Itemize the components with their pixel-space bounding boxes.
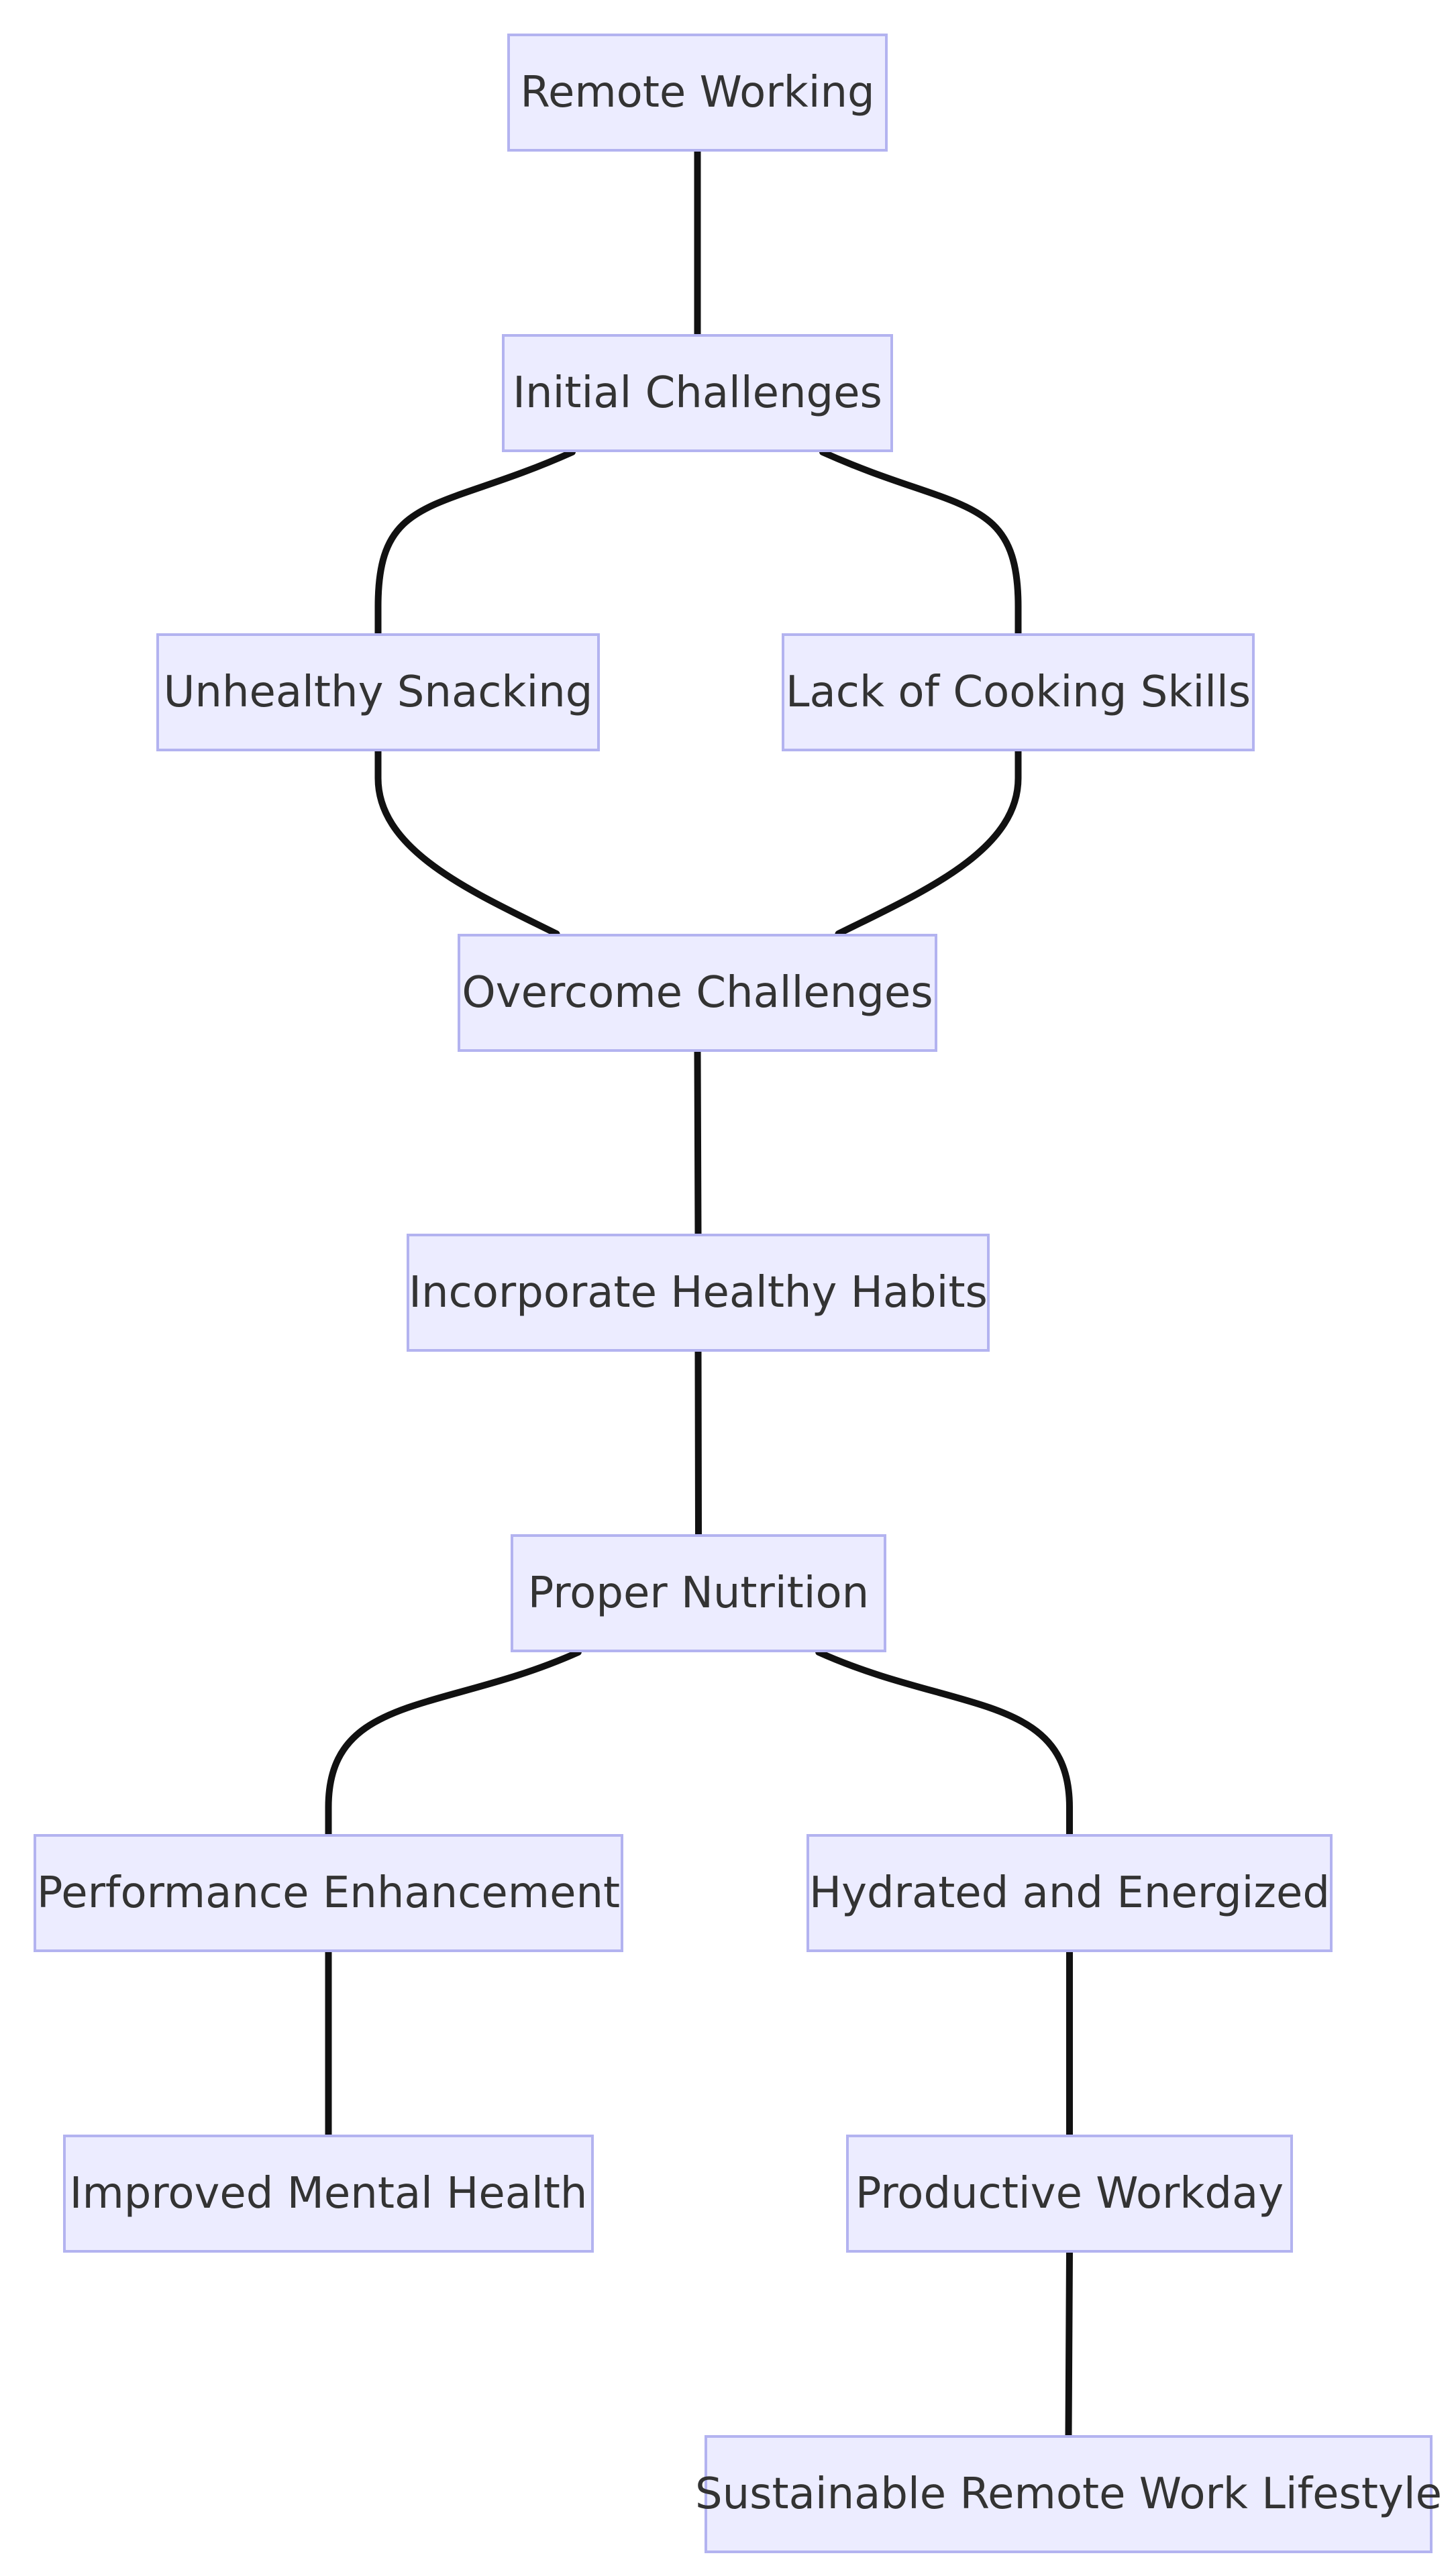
node-performance-enhancement: Performance Enhancement [34, 1834, 623, 1952]
edge-lack_of_cooking_skills-to-overcome_challenges [835, 748, 1022, 937]
node-proper-nutrition: Proper Nutrition [511, 1534, 886, 1652]
node-initial-challenges: Initial Challenges [502, 334, 893, 452]
edge-initial_challenges-to-unhealthy_snacking [374, 449, 576, 637]
node-label: Performance Enhancement [36, 1868, 621, 1918]
node-improved-mental-health: Improved Mental Health [63, 2135, 594, 2253]
node-label: Proper Nutrition [527, 1568, 870, 1618]
node-label: Incorporate Healthy Habits [409, 1268, 988, 1318]
edge-proper_nutrition-to-performance_enhancement [325, 1649, 582, 1837]
node-label: Productive Workday [855, 2169, 1284, 2218]
edge-unhealthy_snacking-to-overcome_challenges [374, 748, 560, 937]
edge-productive_workday-to-sustainable_remote_work_lifestyle [1065, 2249, 1073, 2438]
node-productive-workday: Productive Workday [846, 2135, 1293, 2253]
node-lack-of-cooking-skills: Lack of Cooking Skills [782, 633, 1255, 751]
node-remote-working: Remote Working [507, 34, 888, 152]
node-overcome-challenges: Overcome Challenges [458, 934, 937, 1052]
node-unhealthy-snacking: Unhealthy Snacking [156, 633, 600, 751]
node-label: Overcome Challenges [462, 968, 933, 1018]
node-sustainable-remote-work-lifestyle: Sustainable Remote Work Lifestyle [695, 2435, 1442, 2553]
node-label: Remote Working [520, 68, 875, 117]
edge-incorporate_healthy_habits-to-proper_nutrition [694, 1348, 702, 1538]
node-label: Unhealthy Snacking [163, 667, 593, 717]
node-label: Sustainable Remote Work Lifestyle [694, 2469, 1443, 2519]
node-label: Lack of Cooking Skills [785, 667, 1251, 717]
node-hydrated-and-energized: Hydrated and Energized [807, 1834, 1333, 1952]
node-label: Initial Challenges [513, 368, 882, 418]
node-incorporate-healthy-habits: Incorporate Healthy Habits [407, 1234, 990, 1352]
edge-initial_challenges-to-lack_of_cooking_skills [819, 449, 1022, 637]
node-label: Hydrated and Energized [809, 1868, 1330, 1918]
edge-proper_nutrition-to-hydrated_and_energized [815, 1649, 1073, 1837]
node-label: Improved Mental Health [69, 2169, 588, 2218]
